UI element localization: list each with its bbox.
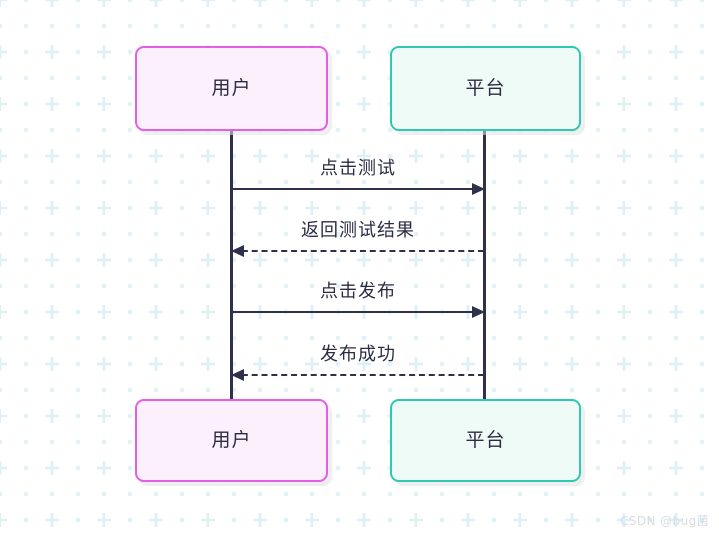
participant-box-user-top[interactable]: 用户 xyxy=(135,46,328,131)
participant-box-user-bottom[interactable]: 用户 xyxy=(135,399,328,482)
participant-label-user: 用户 xyxy=(211,77,252,99)
message-label-2: 返回测试结果 xyxy=(301,220,415,241)
lifeline-user xyxy=(230,128,233,403)
lifeline-platform xyxy=(483,128,486,403)
arrowhead-left-icon xyxy=(231,245,244,257)
message-line-2 xyxy=(232,250,484,252)
watermark-text: CSDN @bug菌 xyxy=(620,514,709,528)
arrowhead-left-icon xyxy=(231,369,244,381)
participant-label-user: 用户 xyxy=(211,429,252,451)
participant-box-platform-top[interactable]: 平台 xyxy=(390,46,581,131)
message-line-1 xyxy=(232,188,484,190)
message-line-3 xyxy=(232,311,484,313)
arrowhead-right-icon xyxy=(472,183,485,195)
participant-label-platform: 平台 xyxy=(465,429,506,451)
message-label-1: 点击测试 xyxy=(320,158,396,179)
message-line-4 xyxy=(232,374,484,376)
participant-label-platform: 平台 xyxy=(465,77,506,99)
message-label-4: 发布成功 xyxy=(320,344,396,365)
arrowhead-right-icon xyxy=(472,306,485,318)
message-label-3: 点击发布 xyxy=(320,281,396,302)
participant-box-platform-bottom[interactable]: 平台 xyxy=(390,399,581,482)
